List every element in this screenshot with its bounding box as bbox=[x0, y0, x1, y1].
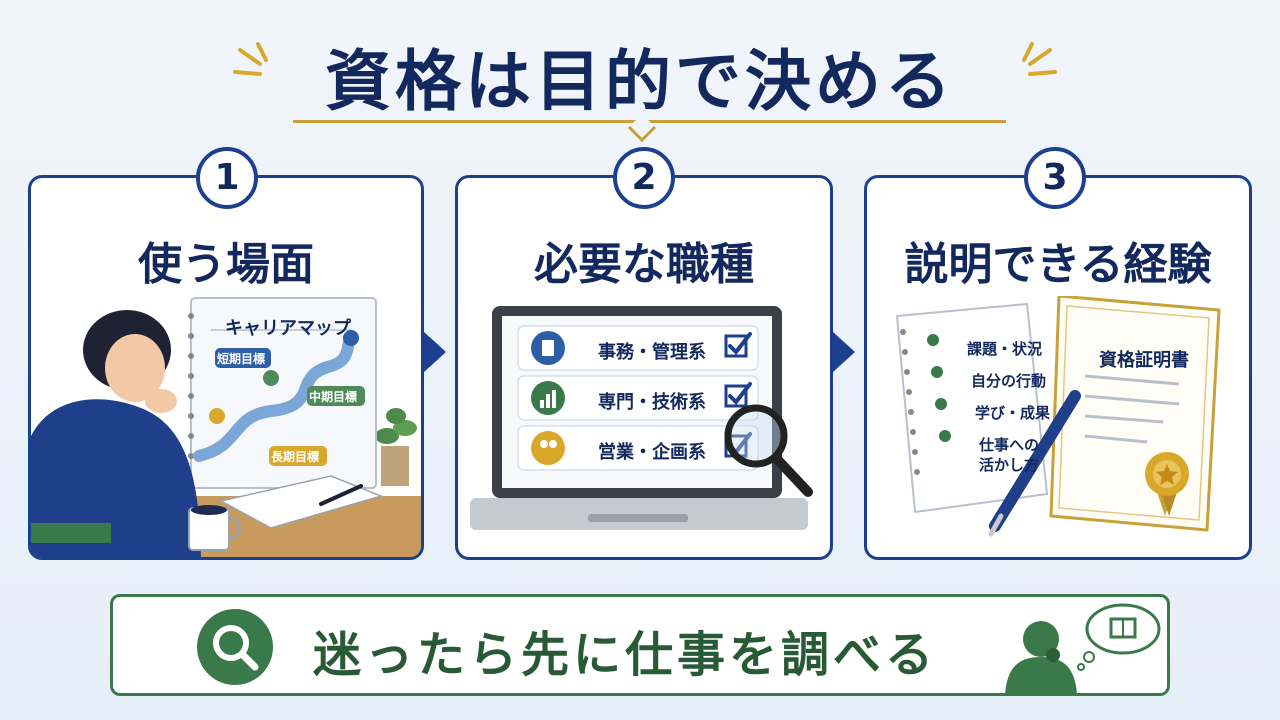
job-office-admin: 事務・管理系 bbox=[598, 342, 706, 363]
sparkle-left-icon bbox=[233, 42, 268, 76]
arrow-right-icon bbox=[424, 332, 446, 372]
bottom-banner: 迷ったら先に仕事を調べる bbox=[110, 594, 1170, 696]
step-3-panel: 説明できる経験 課題・状況 自分の行動 学び・成果 仕事への 活かし方 資格証明… bbox=[864, 175, 1252, 560]
short-term-goal-label: 短期目標 bbox=[217, 352, 266, 366]
checklist-item-5: 活かし方 bbox=[979, 456, 1040, 474]
step-1-title: 使う場面 bbox=[138, 239, 314, 290]
career-planning-illustration bbox=[31, 297, 421, 557]
step-2-panel: 必要な職種 事務・管理系 専門・技術系 営業・企画系 bbox=[455, 175, 833, 560]
thinking-person-icon bbox=[1005, 603, 1161, 695]
arrow-right-icon-2 bbox=[833, 332, 855, 372]
step-1-number: 1 bbox=[196, 147, 258, 209]
mid-term-goal-label: 中期目標 bbox=[309, 390, 358, 404]
step-2-title: 必要な職種 bbox=[534, 239, 754, 290]
step-3-number: 3 bbox=[1024, 147, 1086, 209]
checklist-item-2: 自分の行動 bbox=[971, 372, 1047, 390]
certificate-title: 資格証明書 bbox=[1099, 350, 1189, 371]
job-sales-planning: 営業・企画系 bbox=[598, 442, 706, 463]
long-term-goal-label: 長期目標 bbox=[271, 450, 320, 464]
laptop-illustration bbox=[470, 306, 813, 530]
bottom-message: 迷ったら先に仕事を調べる bbox=[313, 627, 938, 683]
job-technical: 専門・技術系 bbox=[598, 392, 706, 413]
step-1-panel: 使う場面 キャリアマ bbox=[28, 175, 424, 560]
career-map-title: キャリアマップ bbox=[225, 318, 351, 339]
step-3-title: 説明できる経験 bbox=[904, 239, 1212, 290]
checklist-item-3: 学び・成果 bbox=[975, 404, 1051, 422]
search-icon bbox=[197, 609, 273, 685]
step-2-number: 2 bbox=[613, 147, 675, 209]
page-title: 資格は目的で決める bbox=[325, 43, 955, 120]
experience-certificate-illustration bbox=[895, 296, 1221, 537]
checklist-item-4: 仕事への bbox=[979, 436, 1040, 454]
sparkle-right-icon bbox=[1022, 42, 1057, 76]
checklist-item-1: 課題・状況 bbox=[967, 340, 1043, 358]
